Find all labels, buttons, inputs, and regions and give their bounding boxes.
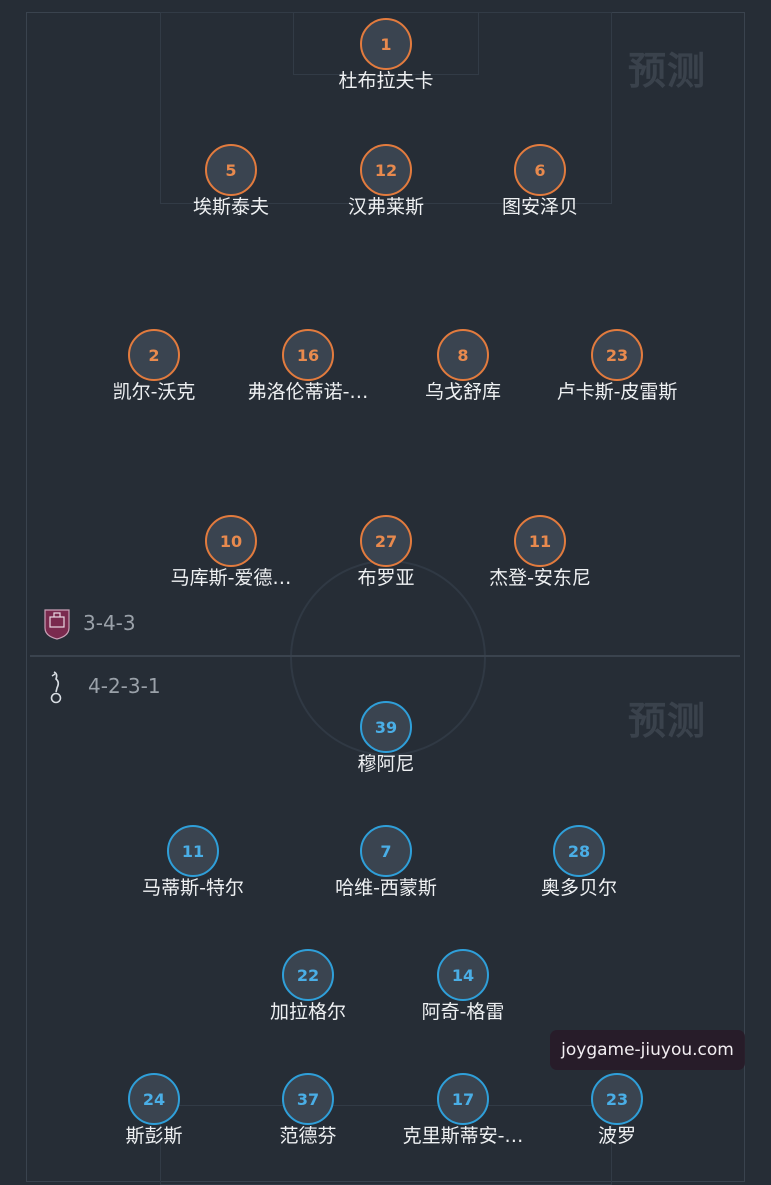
player-name: 汉弗莱斯: [347, 196, 424, 218]
player-name: 加拉格尔: [269, 1001, 346, 1023]
player-name: 布罗亚: [357, 567, 415, 589]
prediction-watermark: 预测: [628, 699, 707, 743]
site-watermark: joygame-jiuyou.com: [550, 1030, 745, 1070]
jersey-number: 16: [282, 329, 334, 381]
player-name: 穆阿尼: [357, 753, 415, 775]
jersey-number: 10: [205, 515, 257, 567]
player-name: 斯彭斯: [125, 1125, 183, 1147]
player-name: 范德芬: [279, 1125, 337, 1147]
player-name: 杜布拉夫卡: [338, 70, 434, 92]
burnley-crest-icon: [44, 609, 70, 640]
player-name: 卢卡斯-皮雷斯: [556, 381, 678, 403]
jersey-number: 23: [591, 1073, 643, 1125]
tottenham-cockerel-icon: [50, 671, 62, 704]
jersey-number: 12: [360, 144, 412, 196]
prediction-watermark: 预测: [628, 49, 707, 93]
home-formation: 3-4-3: [83, 611, 136, 635]
player-name: 埃斯泰夫: [192, 196, 269, 218]
jersey-number: 37: [282, 1073, 334, 1125]
player-name: 乌戈舒库: [424, 381, 501, 403]
away-formation: 4-2-3-1: [88, 674, 161, 698]
jersey-number: 11: [514, 515, 566, 567]
player-name: 马蒂斯-特尔: [142, 877, 244, 899]
jersey-number: 2: [128, 329, 180, 381]
goal-area-top: [293, 12, 479, 75]
jersey-number: 27: [360, 515, 412, 567]
jersey-number: 17: [437, 1073, 489, 1125]
player-name: 克里斯蒂安-…: [402, 1125, 524, 1147]
jersey-number: 6: [514, 144, 566, 196]
player-name: 阿奇-格雷: [421, 1001, 505, 1023]
jersey-number: 23: [591, 329, 643, 381]
jersey-number: 22: [282, 949, 334, 1001]
player-name: 哈维-西蒙斯: [335, 877, 437, 899]
jersey-number: 1: [360, 18, 412, 70]
player-name: 杰登-安东尼: [489, 567, 591, 589]
jersey-number: 11: [167, 825, 219, 877]
jersey-number: 24: [128, 1073, 180, 1125]
jersey-number: 39: [360, 701, 412, 753]
player-name: 图安泽贝: [501, 196, 578, 218]
player-name: 弗洛伦蒂诺-…: [247, 381, 369, 403]
jersey-number: 28: [553, 825, 605, 877]
player-name: 马库斯-爱德…: [170, 567, 292, 589]
player-name: 奥多贝尔: [540, 877, 617, 899]
player-name: 凯尔-沃克: [112, 381, 196, 403]
jersey-number: 8: [437, 329, 489, 381]
jersey-number: 14: [437, 949, 489, 1001]
halfway-line: [30, 655, 740, 657]
player-name: 波罗: [597, 1125, 636, 1147]
jersey-number: 5: [205, 144, 257, 196]
jersey-number: 7: [360, 825, 412, 877]
